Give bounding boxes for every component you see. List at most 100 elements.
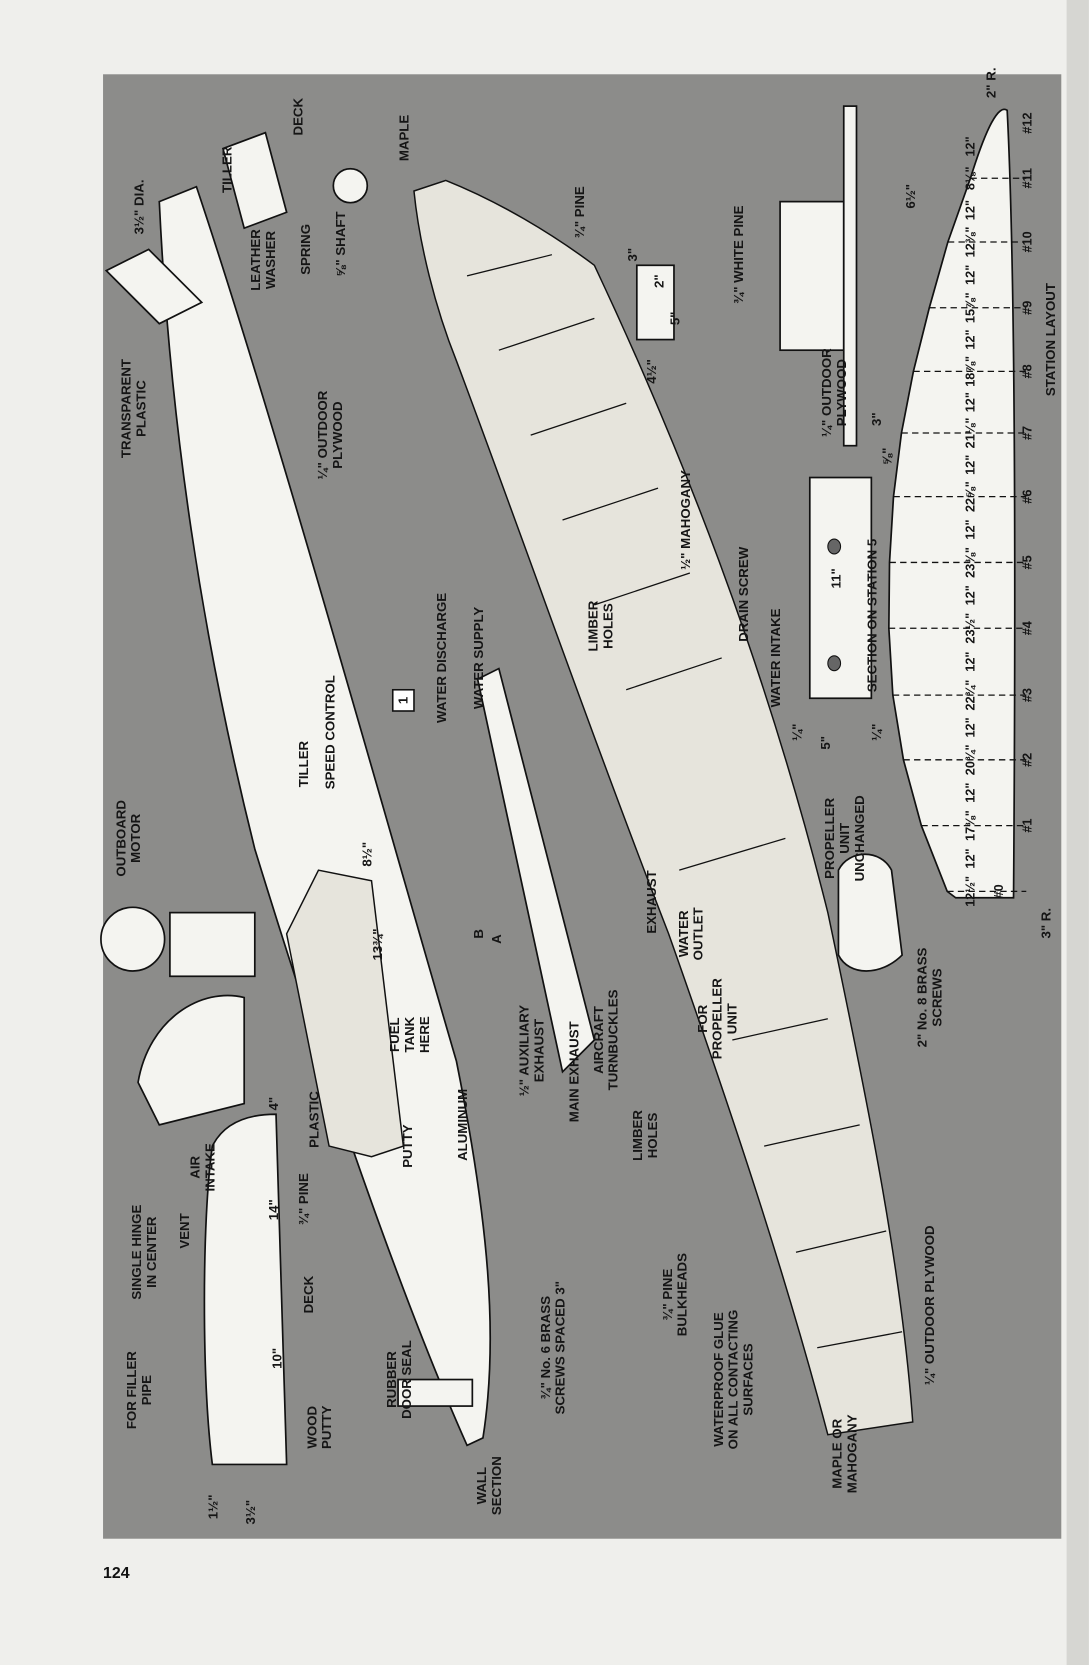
station-width-label: 12⅜" (962, 227, 977, 258)
figure-number-box (391, 688, 415, 712)
shaft-flange (332, 167, 369, 204)
keel-plywood (842, 105, 858, 447)
station-width-label: 15⅞" (962, 292, 977, 323)
label-dim-1-5: 1½" (206, 1495, 221, 1520)
label-wood-putty: WOOD (304, 1406, 319, 1449)
station-spacing-label: 12" (962, 329, 977, 349)
label-fuel-tank: TANK (402, 1016, 417, 1052)
label-water-supply: WATER SUPPLY (471, 607, 486, 709)
page-binding-shadow (1066, 0, 1089, 1665)
label-transparent-plastic: PLASTIC (133, 380, 148, 437)
label-outboard-motor: MOTOR (128, 813, 143, 863)
station-number: #10 (1020, 231, 1035, 252)
station-spacing-label: 12" (962, 848, 977, 868)
label-dim-quarter-top: ¼" (789, 724, 804, 741)
label-limber-holes-1: LIMBER (630, 1110, 645, 1161)
label-propeller-unchanged: PROPELLER (822, 797, 837, 878)
label-dim-6-5: 6½" (903, 184, 918, 209)
label-for-propeller: UNIT (725, 1003, 740, 1034)
station-spacing-label: 12" (962, 200, 977, 220)
station-number: #0 (991, 884, 1006, 898)
station-number: #1 (1020, 819, 1035, 833)
outboard-motor (100, 906, 166, 972)
label-maple-mahogany: MAHOGANY (844, 1414, 859, 1493)
station-number: #9 (1020, 301, 1035, 315)
hull-bulkheads (466, 254, 903, 1349)
station-spacing-label: 12" (962, 519, 977, 539)
label-water-outlet: WATER (676, 910, 691, 957)
label-dim-3-keel: 3" (869, 412, 884, 426)
label-plastic: PLASTIC (306, 1091, 321, 1148)
station-width-label: 22⅝" (962, 481, 977, 512)
label-maple-mahogany: MAPLE OR (830, 1418, 845, 1488)
label-leather-washer: WASHER (263, 230, 278, 289)
figure-number: 1 (396, 697, 411, 704)
tiller-assembly (221, 131, 288, 230)
label-dim-14: 14" (266, 1199, 281, 1220)
station-spacing-label: 12" (962, 392, 977, 412)
label-aluminum: ALUMINUM (455, 1089, 470, 1161)
wall-section (397, 1378, 474, 1407)
label-dim-11: 11" (829, 568, 844, 588)
station-number: #5 (1020, 555, 1035, 569)
label-rudder-2: 2" (651, 274, 666, 288)
label-outdoor-plywood-bottom: ¼" OUTDOOR PLYWOOD (922, 1225, 937, 1385)
label-leather-washer: LEATHER (248, 229, 263, 291)
label-dim-5-section: 5" (818, 736, 833, 750)
label-for-propeller: FOR (695, 1004, 710, 1032)
label-white-pine: ¾" WHITE PINE (731, 205, 746, 303)
label-outdoor-plywood-deck: ¼" OUTDOOR (315, 390, 330, 479)
label-wall-section: SECTION (489, 1456, 504, 1515)
label-drain-screw: DRAIN SCREW (736, 546, 751, 641)
label-maple: MAPLE (397, 115, 412, 162)
label-fuel-tank: HERE (417, 1016, 432, 1053)
deck-panel (158, 185, 492, 1447)
label-wall-section: WALL (474, 1467, 489, 1505)
station-spacing-label: 12" (962, 136, 977, 156)
label-spring: SPRING (298, 224, 313, 275)
label-limber-holes-1: HOLES (645, 1112, 660, 1158)
label-waterproof-glue: SURFACES (740, 1343, 755, 1415)
station-spacing-label: 12" (962, 717, 977, 737)
label-fuel-tank: FUEL (387, 1017, 402, 1052)
label-rudder-4-5: 4½" (644, 359, 659, 384)
station-spacing-label: 12" (962, 652, 977, 672)
hull (413, 179, 914, 1436)
label-dim-10: 10" (269, 1348, 284, 1369)
station-width-label: 23½" (962, 613, 977, 644)
label-station-layout: STATION LAYOUT (1043, 283, 1058, 396)
label-water-intake: WATER INTAKE (768, 608, 783, 707)
bolt-hole (827, 655, 842, 672)
label-rudder-5: 5" (667, 312, 682, 326)
label-turnbuckles: TURNBUCKLES (606, 989, 621, 1090)
label-for-propeller: PROPELLER (710, 978, 725, 1059)
label-dim-quarter-bottom: ¼" (869, 724, 884, 741)
label-main-exhaust: MAIN EXHAUST (566, 1021, 581, 1122)
label-deck-tiller: DECK (291, 98, 306, 136)
propeller-unit (837, 853, 904, 972)
cabin-top (137, 994, 246, 1126)
label-limber-holes-2: HOLES (600, 603, 615, 649)
label-air-intake: AIR (188, 1155, 203, 1178)
label-radius-bow: 2" R. (984, 67, 999, 98)
station-number: #12 (1020, 112, 1035, 133)
label-point-a: A (489, 934, 504, 944)
station-outline (888, 108, 1016, 899)
label-aux-exhaust: EXHAUST (531, 1019, 546, 1082)
label-air-intake: INTAKE (202, 1143, 217, 1191)
station-width-label: 12½" (962, 876, 977, 907)
label-pine-bulkheads: BULKHEADS (675, 1253, 690, 1336)
label-dim-13-75: 13¾" (370, 928, 385, 960)
label-single-hinge: IN CENTER (144, 1216, 159, 1288)
label-aux-exhaust: ½" AUXILIARY (517, 1005, 532, 1097)
label-speed-control: SPEED CONTROL (322, 675, 337, 789)
label-brass-screws-8: SCREWS (929, 968, 944, 1026)
station-spacing-label: 12" (962, 783, 977, 803)
label-propeller-unchanged: UNCHANGED (852, 795, 867, 882)
label-rubber-door-seal: RUBBER (384, 1351, 399, 1408)
page-number: 124 (103, 1565, 130, 1582)
station-layout: 12½"12"#017⅜"12"#120¾"12"#222¾"12"#323½"… (888, 108, 1035, 907)
station-number: #2 (1020, 753, 1035, 767)
label-wood-putty: PUTTY (319, 1405, 334, 1449)
label-water-outlet: OUTLET (691, 907, 706, 960)
